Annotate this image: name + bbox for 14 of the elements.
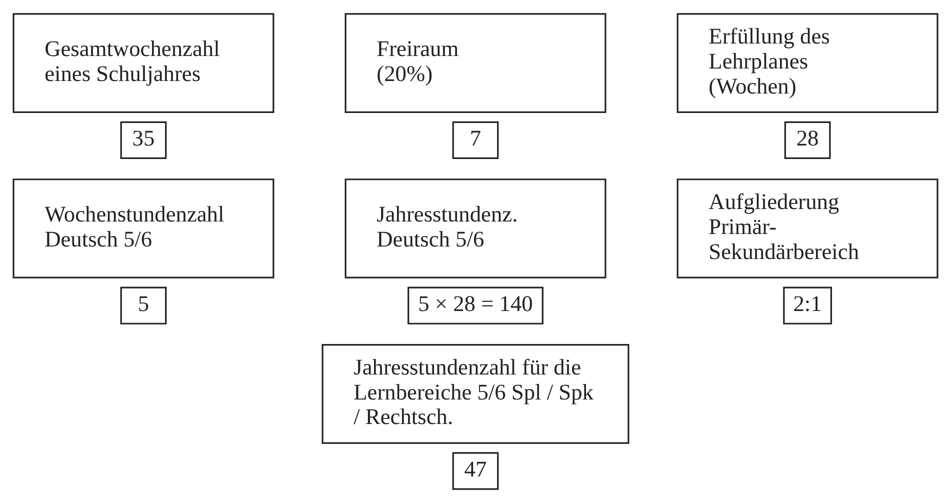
node-box: Wochenstundenzahl Deutsch 5/6 (12, 178, 274, 278)
node-box: 28 (784, 121, 831, 160)
node-box: Jahresstundenz. Deutsch 5/6 (344, 178, 606, 278)
node-box: 5 (120, 286, 167, 324)
node-box: Freiraum (20%) (344, 13, 606, 114)
node-box: 7 (452, 121, 499, 160)
node-box: Jahresstundenzahl für die Lernbereiche 5/6 Spl / Spk / Rechtsch. (322, 344, 630, 444)
node-box: 35 (120, 121, 167, 160)
node-box: Gesamtwochenzahl eines Schuljahres (12, 13, 274, 114)
node-box: 47 (452, 452, 499, 490)
node-box: 2:1 (783, 286, 832, 324)
node-box: Aufgliederung Primär-Sekundärbereich (676, 178, 938, 278)
node-box: 5 × 28 = 140 (408, 286, 544, 324)
node-box: Erfüllung des Lehrplanes (Wochen) (676, 13, 938, 114)
